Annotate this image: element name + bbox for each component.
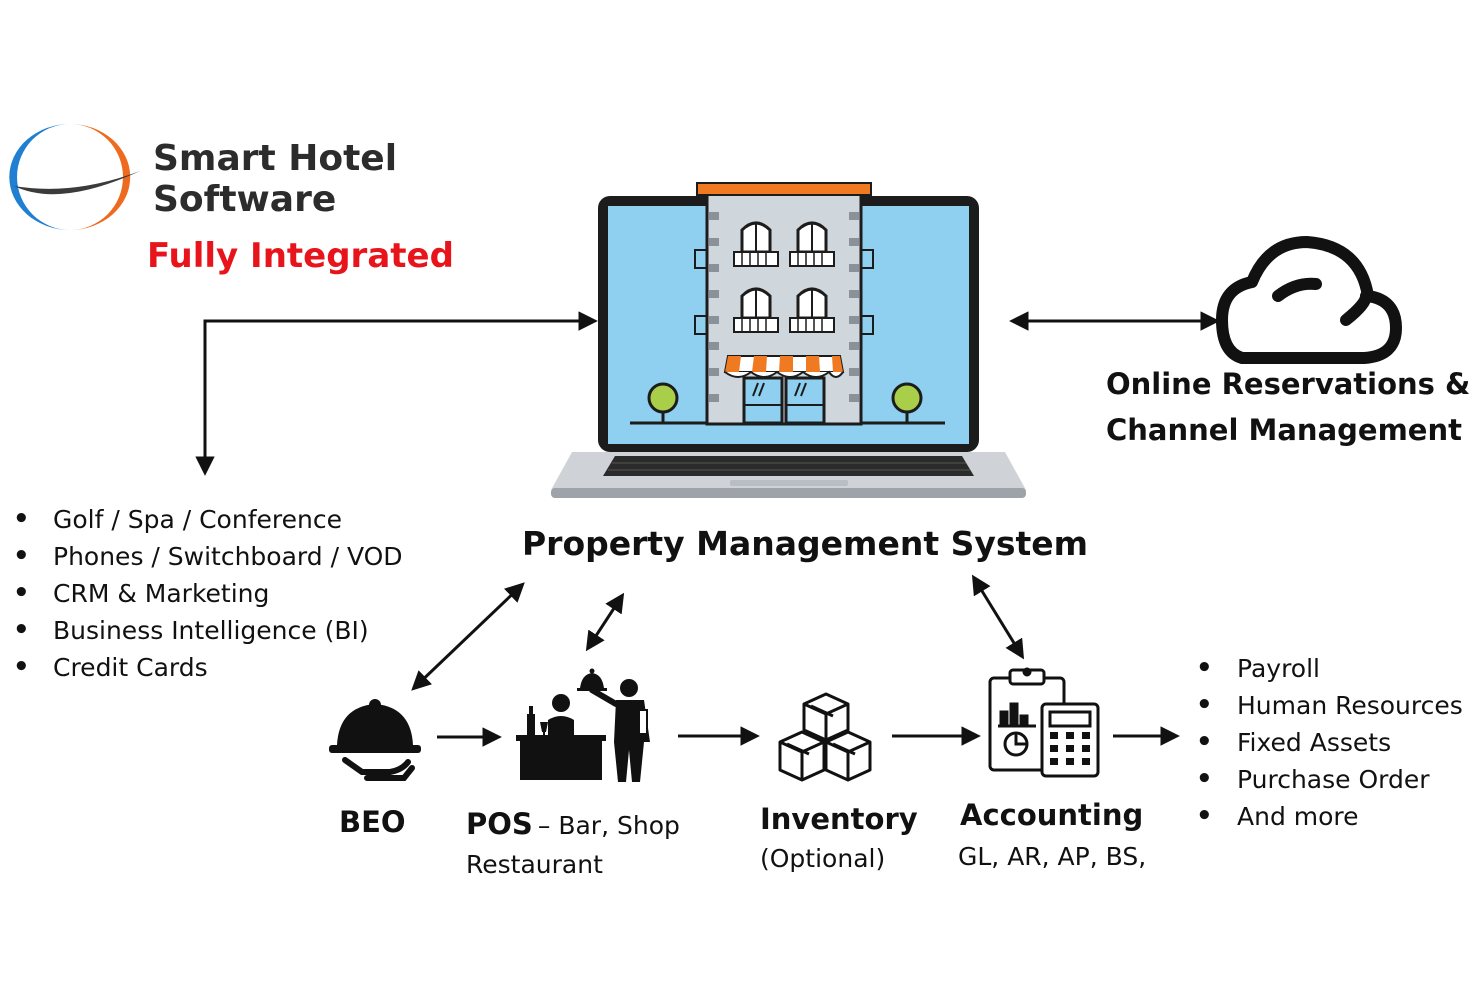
inventory-sub: (Optional) xyxy=(760,844,886,873)
waiter-restaurant-icon xyxy=(516,668,650,782)
pos-label: POS – Bar, Shop xyxy=(466,807,680,841)
cloud-label-line1: Online Reservations & xyxy=(1106,367,1471,401)
list-item: Golf / Spa / Conference xyxy=(13,501,403,538)
pms-label: Property Management System xyxy=(522,524,1089,563)
boxes-icon xyxy=(778,692,872,782)
list-item: Phones / Switchboard / VOD xyxy=(13,538,403,575)
beo-label: BEO xyxy=(339,805,406,839)
cloud-label-line2: Channel Management xyxy=(1106,413,1462,447)
list-item: Payroll xyxy=(1196,650,1463,687)
list-item: Credit Cards xyxy=(13,649,403,686)
list-item: Fixed Assets xyxy=(1196,724,1463,761)
inventory-label: Inventory xyxy=(760,802,918,836)
accounting-label: Accounting xyxy=(960,798,1144,832)
right-modules-list: Payroll Human Resources Fixed Assets Pur… xyxy=(1196,650,1463,835)
cloud-icon xyxy=(1216,236,1402,364)
arrow-pms-pos xyxy=(585,592,625,652)
arrow-pms-accounting xyxy=(971,574,1025,660)
pos-title: POS xyxy=(466,807,533,841)
list-item: Business Intelligence (BI) xyxy=(13,612,403,649)
cloche-icon xyxy=(329,699,421,781)
brand-name-line1: Smart Hotel xyxy=(153,138,398,179)
laptop-hotel-icon xyxy=(551,182,1026,498)
left-integrations-list: Golf / Spa / Conference Phones / Switchb… xyxy=(13,501,403,686)
list-item: Purchase Order xyxy=(1196,761,1463,798)
brand-logo-icon xyxy=(9,124,140,230)
list-item: Human Resources xyxy=(1196,687,1463,724)
pos-sub-line2: Restaurant xyxy=(466,850,603,879)
tagline: Fully Integrated xyxy=(147,236,454,276)
pos-sub: – Bar, Shop xyxy=(537,811,680,840)
arrow-pms-beo xyxy=(411,582,525,691)
brand-name-line2: Software xyxy=(153,179,337,220)
arrow-to-pms xyxy=(195,311,598,476)
list-item: And more xyxy=(1196,798,1463,835)
accounting-sub: GL, AR, AP, BS, xyxy=(958,842,1147,871)
list-item: CRM & Marketing xyxy=(13,575,403,612)
clipboard-calculator-icon xyxy=(988,667,1100,778)
